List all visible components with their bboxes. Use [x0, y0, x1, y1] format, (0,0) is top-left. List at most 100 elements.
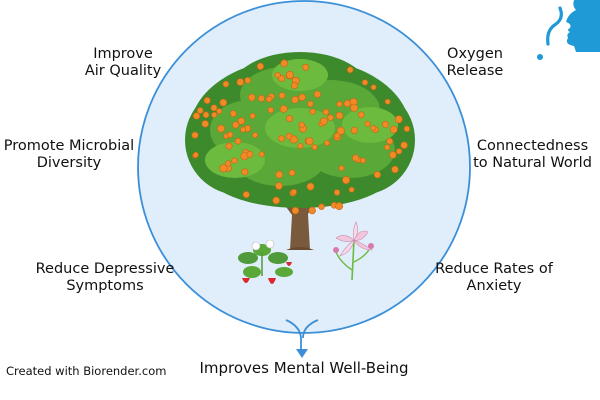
orange-fruit [389, 151, 396, 158]
orange-fruit [242, 169, 248, 175]
orange-fruit [307, 183, 314, 190]
orange-fruit [382, 121, 388, 127]
orange-fruit [259, 152, 264, 157]
orange-fruit [281, 60, 288, 67]
orange-fruit [350, 104, 357, 111]
orange-fruit [217, 125, 224, 132]
orange-fruit [286, 71, 293, 78]
orange-fruit [237, 79, 244, 86]
orange-fruit [344, 100, 351, 107]
orange-fruit [365, 121, 370, 126]
orange-fruit [291, 82, 297, 88]
orange-fruit [334, 133, 339, 138]
orange-fruit [266, 96, 272, 102]
orange-fruit [371, 125, 376, 130]
orange-fruit [220, 165, 228, 173]
orange-fruit [212, 112, 217, 117]
orange-fruit [339, 166, 344, 171]
orange-fruit [230, 111, 236, 117]
orange-fruit [328, 115, 334, 121]
orange-fruit [358, 112, 364, 118]
orange-fruit [279, 92, 285, 98]
orange-fruit [349, 187, 354, 192]
head-profile-question-icon [537, 0, 600, 60]
orange-fruit [257, 63, 264, 70]
orange-fruit [204, 97, 210, 103]
orange-fruit [273, 197, 280, 204]
orange-fruit [235, 138, 241, 144]
orange-fruit [396, 149, 402, 155]
orange-fruit [289, 170, 295, 176]
orange-fruit [248, 94, 255, 101]
orange-fruit [280, 105, 287, 112]
orange-fruit [336, 203, 343, 210]
orange-fruit [226, 143, 232, 149]
orange-fruit [298, 143, 303, 148]
orange-fruit [385, 99, 390, 104]
orange-fruit [362, 80, 368, 86]
orange-fruit [238, 118, 245, 125]
orange-fruit [220, 99, 227, 106]
orange-fruit [299, 122, 305, 128]
orange-fruit [217, 109, 222, 114]
orange-fruit [306, 138, 313, 145]
orange-fruit [374, 171, 381, 178]
orange-fruit [291, 189, 296, 194]
biorender-credit: Created with Biorender.com [6, 364, 166, 378]
orange-fruit [276, 171, 283, 178]
orange-fruit [323, 109, 329, 115]
orange-fruit [258, 95, 264, 101]
orange-fruit [245, 77, 251, 83]
orange-fruit [371, 85, 376, 90]
orange-fruit [202, 120, 209, 127]
orange-fruit [268, 107, 274, 113]
orange-fruit [232, 158, 238, 164]
outcome-title: Improves Mental Well-Being [170, 359, 438, 377]
orange-fruit [320, 118, 327, 125]
orange-fruit [299, 94, 306, 101]
orange-fruit [286, 115, 292, 121]
orange-fruit [252, 133, 257, 138]
orange-fruit [387, 138, 393, 144]
orange-fruit [307, 101, 313, 107]
orange-fruit [250, 113, 255, 118]
orange-fruit [314, 91, 321, 98]
orange-fruit [223, 81, 229, 87]
orange-fruit [247, 151, 253, 157]
orange-fruit [312, 144, 317, 149]
orange-fruit [203, 112, 209, 118]
orange-fruit [275, 182, 282, 189]
orange-fruit [309, 207, 316, 214]
orange-fruit [347, 67, 353, 73]
orange-fruit [395, 116, 402, 123]
orange-fruit [352, 155, 359, 162]
orange-fruit [243, 191, 249, 197]
orange-fruit [193, 113, 200, 120]
orange-fruit [192, 132, 198, 138]
orange-fruit [292, 207, 299, 214]
orange-fruit [334, 190, 340, 196]
orange-fruit [336, 112, 343, 119]
orange-fruit [342, 176, 349, 183]
orange-fruit [193, 152, 198, 157]
orange-fruit [324, 140, 329, 145]
orange-fruit [240, 127, 245, 132]
orange-fruit [227, 132, 233, 138]
orange-fruit [275, 72, 281, 78]
orange-fruit [290, 136, 297, 143]
orange-fruit [351, 127, 358, 134]
orange-fruit [211, 105, 217, 111]
orange-fruit [401, 142, 408, 149]
orange-fruit [392, 166, 399, 173]
orange-fruit [337, 101, 343, 107]
orange-fruit [197, 108, 203, 114]
orange-fruit [385, 145, 390, 150]
orange-fruit [319, 204, 325, 210]
orange-fruit [292, 96, 299, 103]
